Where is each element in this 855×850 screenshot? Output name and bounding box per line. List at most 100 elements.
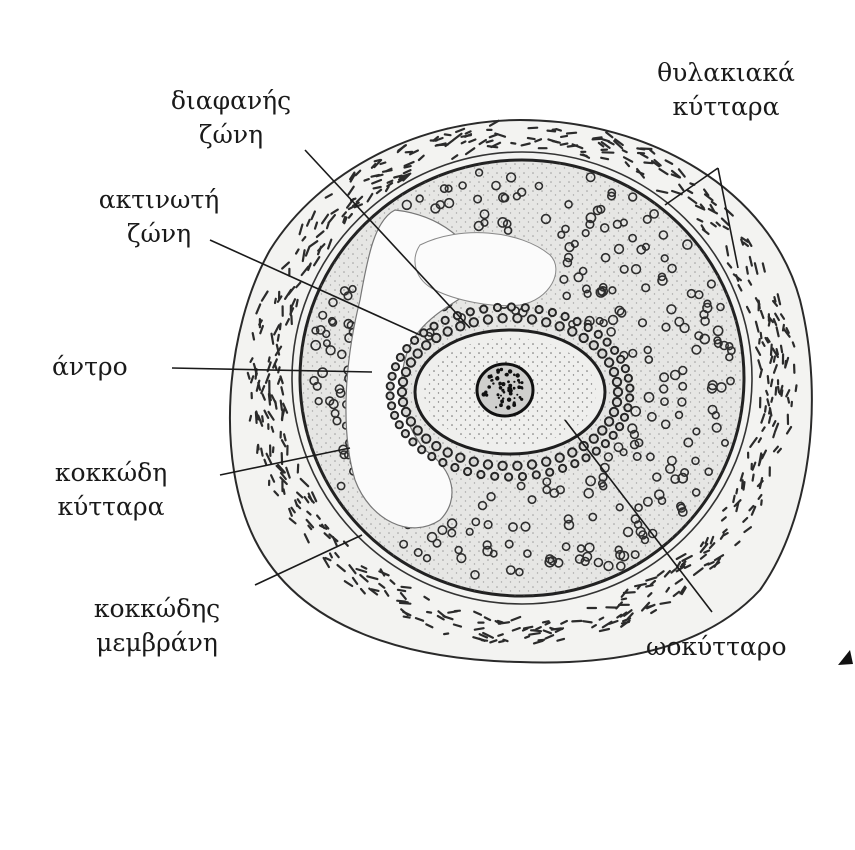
corona-cell — [598, 426, 606, 434]
theca-fiber — [583, 621, 591, 622]
corona-cell — [556, 322, 564, 330]
theca-fiber — [753, 475, 754, 481]
theca-fiber — [253, 333, 254, 339]
theca-fiber — [296, 300, 297, 306]
oocyte-nucleus — [477, 364, 533, 416]
theca-fiber — [444, 634, 448, 635]
chromatin-granule — [513, 374, 516, 377]
label-antro: άντρο — [52, 350, 128, 384]
corona-cell — [470, 318, 478, 326]
theca-fiber — [776, 387, 777, 394]
chromatin-granule — [507, 398, 511, 402]
chromatin-granule — [499, 386, 503, 390]
corona-cell — [614, 388, 622, 396]
label-aktinoti-zoni-line1: ακτινωτή — [84, 183, 234, 217]
corona-cell — [456, 322, 464, 330]
theca-fiber — [437, 145, 448, 146]
theca-fiber — [646, 585, 652, 586]
corona-cell — [484, 315, 492, 323]
theca-fiber — [561, 144, 568, 145]
theca-fiber — [402, 587, 411, 588]
corona-cell — [513, 462, 521, 470]
theca-fiber — [768, 376, 769, 383]
theca-fiber — [769, 417, 770, 423]
theca-fiber — [528, 138, 535, 139]
corona-cell — [428, 453, 435, 460]
corona-cell — [470, 458, 478, 466]
chromatin-granule — [495, 376, 499, 380]
corona-cell — [389, 373, 396, 380]
corona-cell — [508, 303, 515, 310]
corona-cell — [522, 304, 529, 311]
theca-fiber — [275, 299, 276, 303]
corona-cell — [624, 404, 631, 411]
theca-fiber — [280, 324, 281, 330]
corona-cell — [536, 306, 543, 313]
corona-cell — [568, 327, 576, 335]
corona-cell — [388, 402, 395, 409]
corona-cell — [605, 417, 613, 425]
corona-cell — [610, 408, 618, 416]
corona-cell — [625, 375, 632, 382]
theca-fiber — [788, 398, 789, 403]
chromatin-granule — [499, 384, 501, 386]
theca-fiber — [568, 145, 577, 146]
corona-cell — [549, 309, 556, 316]
theca-fiber — [767, 399, 769, 405]
chromatin-granule — [498, 397, 500, 399]
corona-cell — [397, 354, 404, 361]
corona-cell — [574, 318, 581, 325]
chromatin-granule — [499, 403, 503, 407]
chromatin-granule — [500, 395, 502, 397]
chromatin-granule — [513, 381, 515, 383]
theca-fiber — [572, 621, 581, 622]
theca-fiber — [771, 380, 772, 387]
theca-fiber — [771, 398, 772, 402]
theca-fiber — [622, 599, 626, 600]
theca-fiber — [398, 590, 405, 591]
label-thylakiaka-kyttara: θυλακιακά κύτταρα — [636, 56, 816, 124]
chromatin-granule — [482, 392, 486, 396]
corona-cell — [605, 358, 613, 366]
chromatin-granule — [487, 385, 491, 389]
corona-cell — [626, 385, 633, 392]
theca-fiber — [381, 163, 386, 165]
theca-fiber — [529, 128, 538, 129]
label-diafanis-zoni-line1: διαφανής — [146, 84, 316, 118]
corona-cell — [611, 347, 618, 354]
theca-fiber — [785, 361, 786, 368]
label-kokkodi-kyttara-line2: κύτταρα — [26, 490, 196, 524]
corona-cell — [444, 448, 452, 456]
corona-cell — [542, 458, 550, 466]
corona-cell — [604, 339, 611, 346]
corona-cell — [593, 448, 600, 455]
corona-cell — [546, 469, 553, 476]
corona-cell — [444, 327, 452, 335]
corona-cell — [407, 417, 415, 425]
chromatin-granule — [516, 394, 518, 396]
theca-fiber — [761, 333, 762, 338]
corona-cell — [414, 349, 422, 357]
theca-fiber — [377, 175, 383, 177]
corona-cell — [528, 460, 536, 468]
corona-cell — [590, 435, 598, 443]
theca-fiber — [375, 160, 380, 161]
label-kokkodi-kyttara: κοκκώδη κύτταρα — [26, 456, 196, 524]
theca-fiber — [561, 136, 567, 137]
corona-cell — [498, 462, 506, 470]
corona-cell — [402, 368, 410, 376]
theca-fiber — [644, 163, 652, 164]
corona-cell — [528, 315, 536, 323]
theca-fiber — [778, 387, 779, 393]
corona-cell — [409, 438, 416, 445]
theca-fiber — [499, 641, 504, 642]
theca-fiber — [269, 392, 271, 400]
chromatin-granule — [520, 398, 523, 401]
theca-fiber — [365, 179, 369, 181]
corona-cell — [582, 454, 589, 461]
corona-cell — [411, 337, 418, 344]
label-thylakiaka-kyttara-line2: κύτταρα — [636, 90, 816, 124]
corona-cell — [432, 442, 440, 450]
corona-cell — [480, 306, 487, 313]
corona-cell — [422, 341, 430, 349]
